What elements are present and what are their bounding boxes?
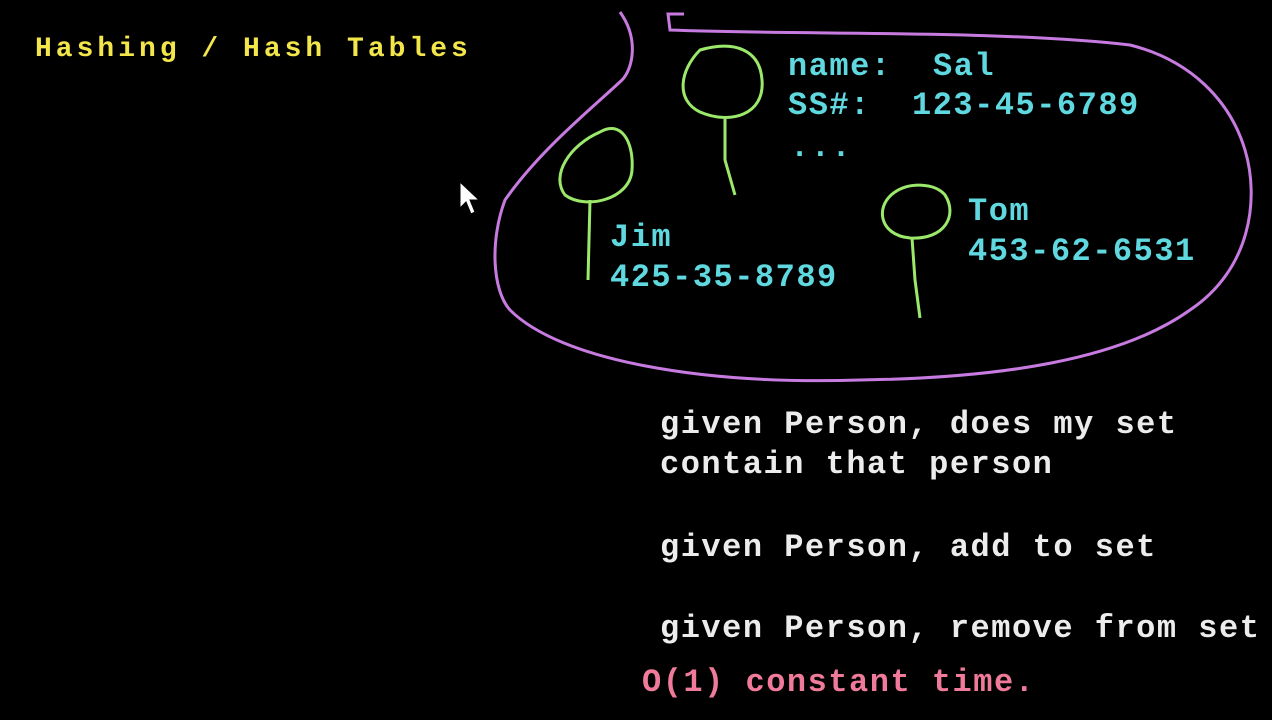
page-title: Hashing / Hash Tables	[35, 34, 472, 65]
sal-name-label: name:	[788, 48, 892, 85]
person-icon-jim	[558, 127, 634, 281]
tom-ss: 453-62-6531	[968, 233, 1196, 270]
operation-remove: given Person, remove from set	[660, 610, 1261, 647]
sal-more: ...	[790, 129, 853, 166]
jim-name: Jim	[610, 219, 673, 256]
set-outline	[493, 11, 1253, 383]
complexity-note: O(1) constant time.	[642, 664, 1036, 701]
operation-add: given Person, add to set	[660, 529, 1157, 566]
person-icons	[558, 44, 952, 319]
mouse-cursor-icon	[459, 180, 481, 215]
operation-contains-1: given Person, does my set	[660, 406, 1178, 443]
sal-ss: 123-45-6789	[912, 87, 1140, 124]
sal-name: Sal	[933, 48, 996, 85]
person-icon-tom	[880, 183, 952, 319]
jim-ss: 425-35-8789	[610, 259, 838, 296]
tom-name: Tom	[968, 193, 1031, 230]
operation-contains-2: contain that person	[660, 446, 1054, 483]
person-icon-sal	[681, 44, 764, 196]
sal-ss-label: SS#:	[788, 87, 871, 124]
